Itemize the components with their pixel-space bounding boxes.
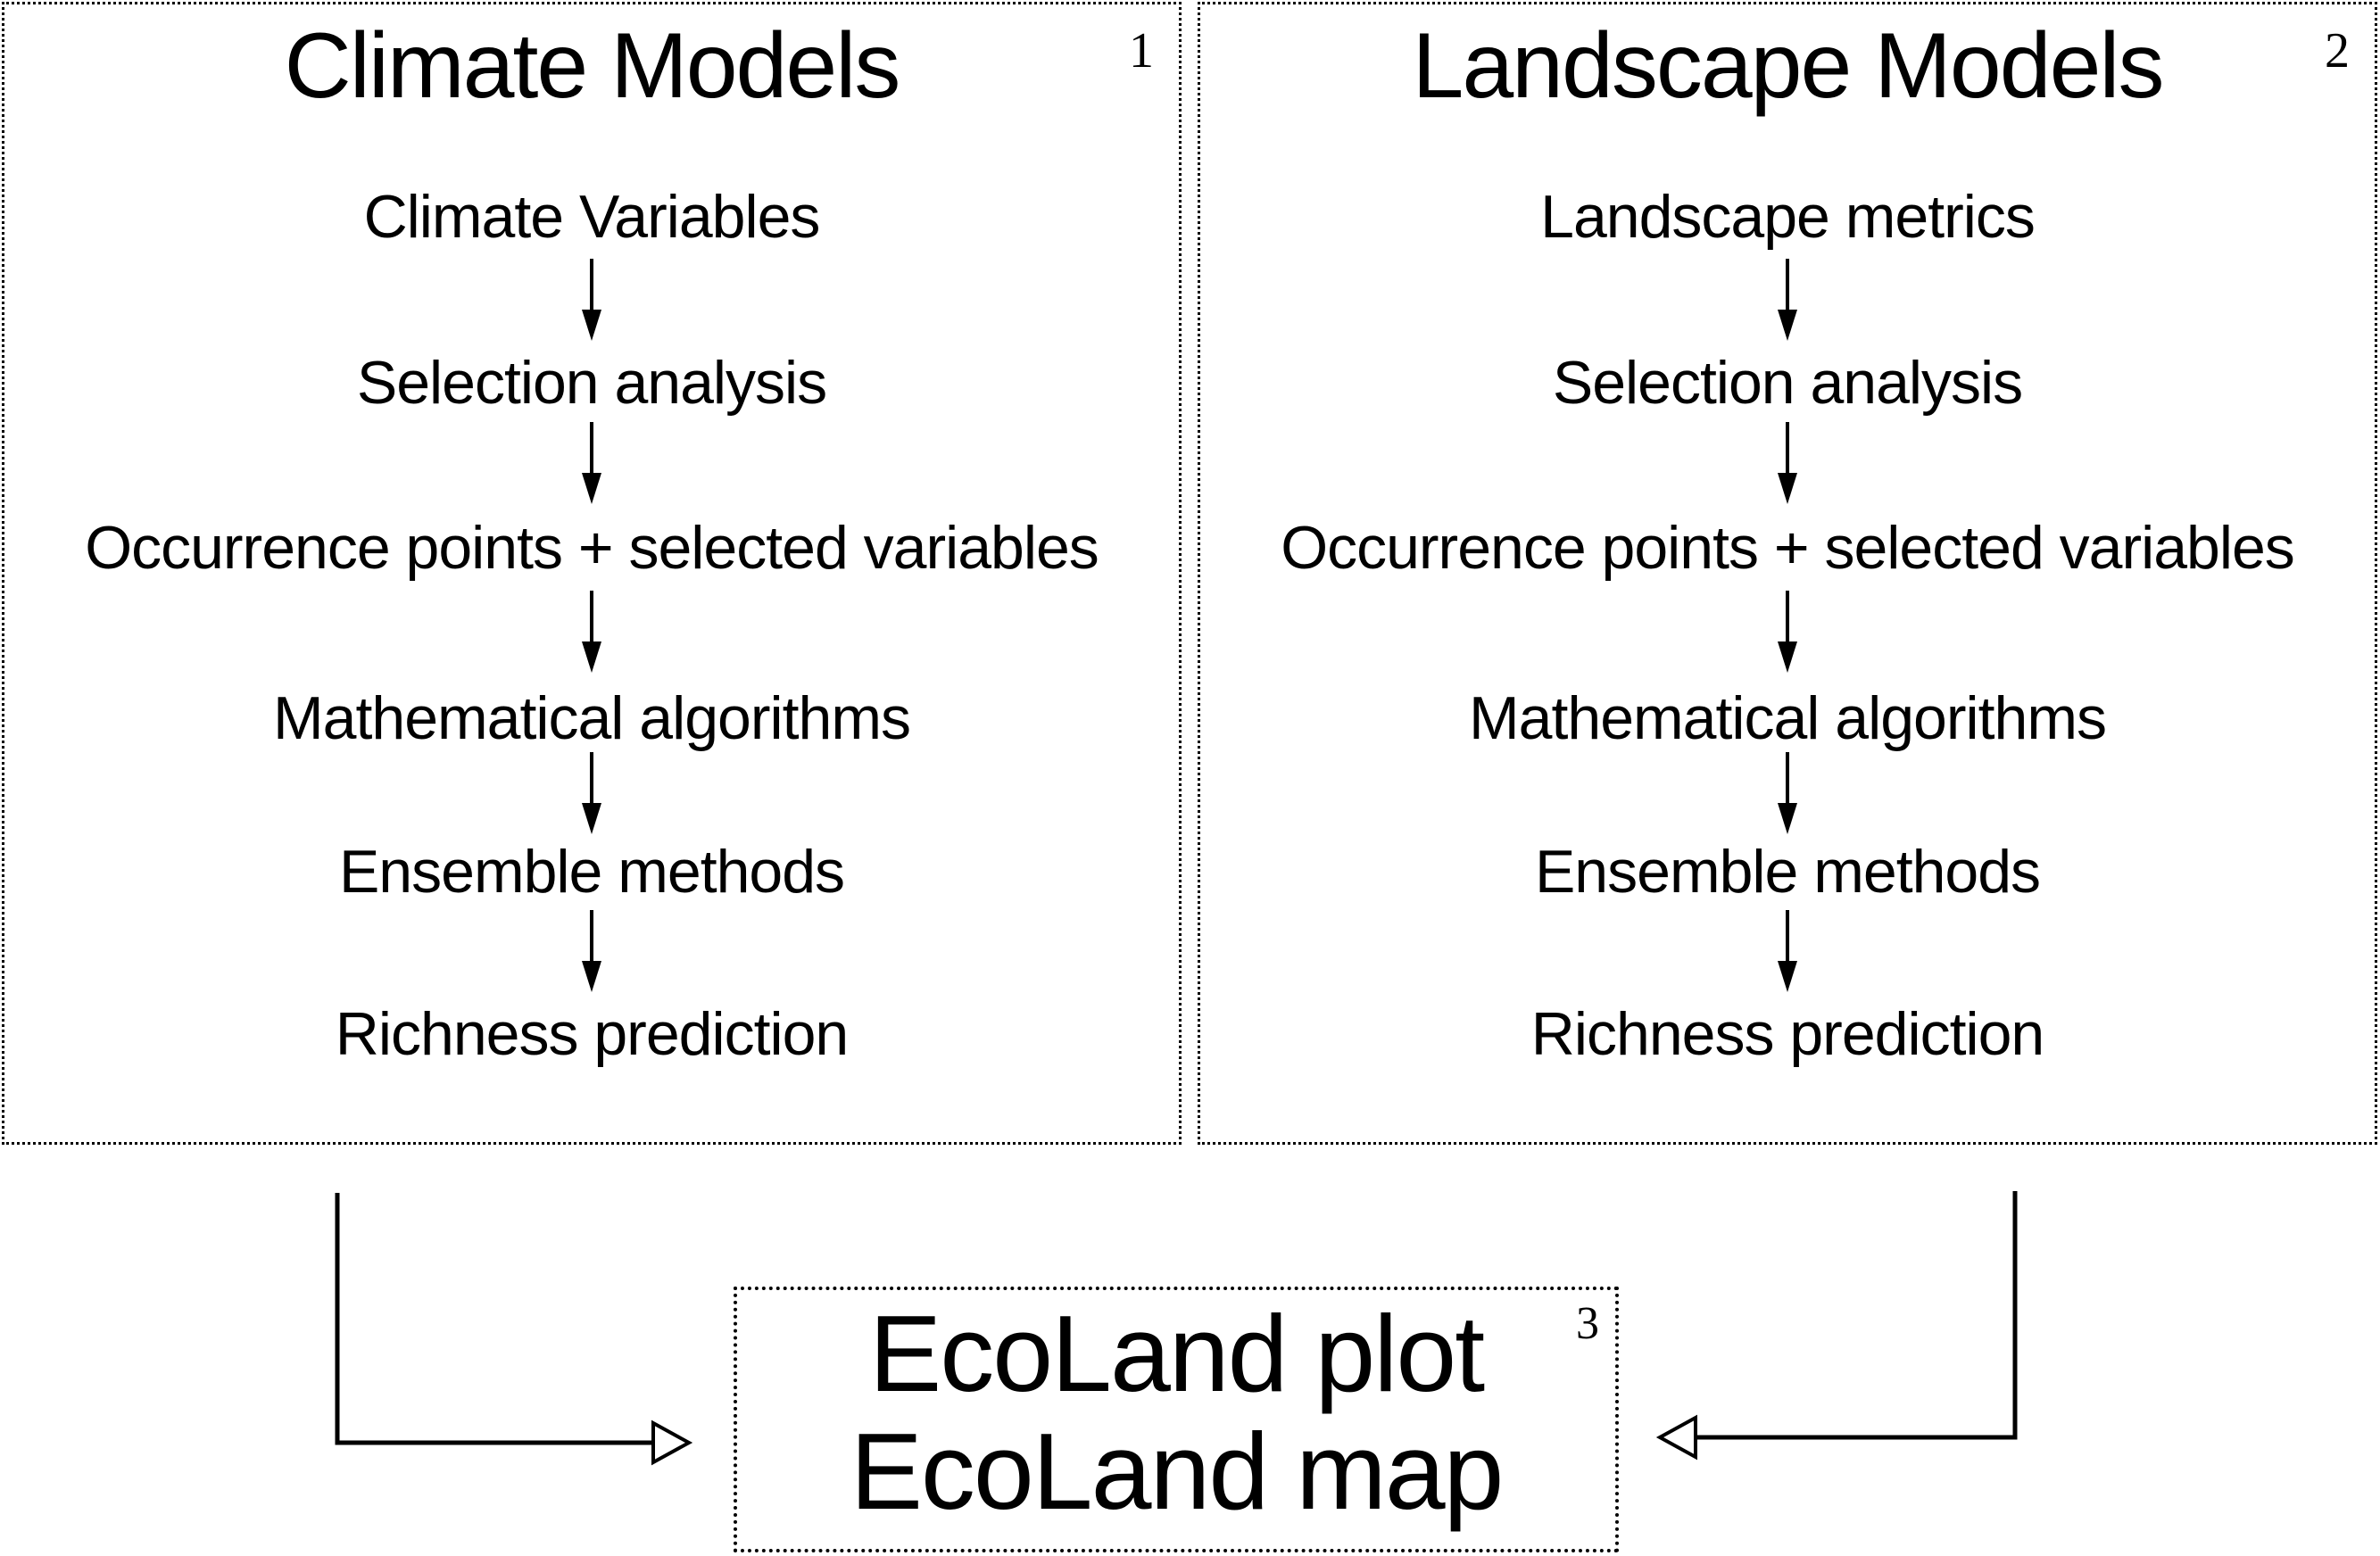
down-arrow-icon — [1778, 591, 1797, 673]
down-arrow-icon — [582, 422, 601, 504]
landscape-step-richness: Richness prediction — [1530, 1000, 2044, 1068]
climate-step-algorithms: Mathematical algorithms — [273, 684, 911, 752]
landscape-models-box: Landscape Models 2 Landscape metrics Sel… — [1198, 2, 2377, 1145]
climate-step-richness: Richness prediction — [335, 1000, 849, 1068]
down-arrow-icon — [1778, 752, 1797, 834]
ecoland-map-label: EcoLand map — [850, 1411, 1505, 1532]
down-arrow-icon — [582, 752, 601, 834]
ecoland-plot-label: EcoLand plot — [868, 1293, 1485, 1414]
landscape-step-algorithms: Mathematical algorithms — [1469, 684, 2107, 752]
down-arrow-icon — [1778, 259, 1797, 341]
landscape-models-number: 2 — [2325, 23, 2350, 79]
landscape-step-ensemble: Ensemble methods — [1534, 838, 2041, 906]
landscape-models-title: Landscape Models — [1412, 14, 2164, 118]
climate-step-variables: Climate Variables — [363, 183, 821, 251]
climate-models-title: Climate Models — [284, 14, 901, 118]
landscape-to-output-arrow — [1655, 1191, 2018, 1461]
climate-to-output-arrow — [335, 1193, 693, 1466]
landscape-step-occurrence: Occurrence points + selected variables — [1281, 514, 2295, 582]
down-arrow-icon — [582, 910, 601, 992]
climate-models-number: 1 — [1129, 23, 1154, 79]
landscape-step-metrics: Landscape metrics — [1540, 183, 2036, 251]
down-arrow-icon — [1778, 910, 1797, 992]
down-arrow-icon — [582, 591, 601, 673]
climate-models-box: Climate Models 1 Climate Variables Selec… — [2, 2, 1182, 1145]
down-arrow-icon — [582, 259, 601, 341]
ecoland-box-number: 3 — [1576, 1298, 1599, 1349]
down-arrow-icon — [1778, 422, 1797, 504]
climate-step-selection: Selection analysis — [356, 349, 827, 417]
climate-step-occurrence: Occurrence points + selected variables — [85, 514, 1099, 582]
climate-step-ensemble: Ensemble methods — [338, 838, 845, 906]
landscape-step-selection: Selection analysis — [1552, 349, 2023, 417]
ecoland-output-box: 3 EcoLand plot EcoLand map — [734, 1287, 1619, 1552]
